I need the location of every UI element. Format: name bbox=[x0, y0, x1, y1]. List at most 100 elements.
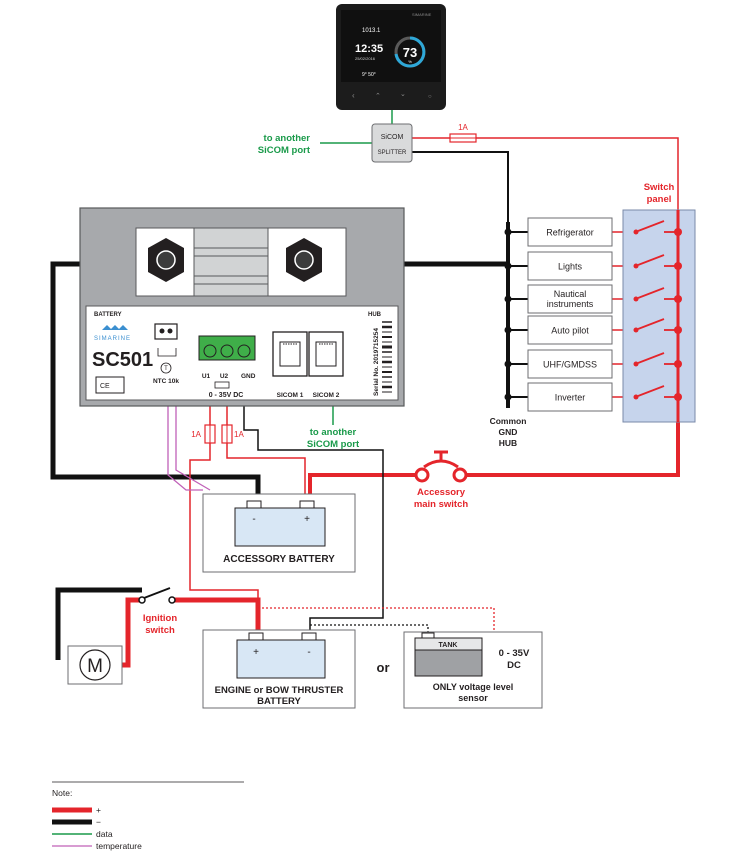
legend-temperature-label: temperature bbox=[96, 841, 142, 851]
tank-signal-wire bbox=[258, 607, 495, 634]
switch-lever-5[interactable] bbox=[637, 385, 665, 397]
load-box-2 bbox=[527, 284, 613, 314]
fuse-u2-label: 1A bbox=[234, 430, 244, 439]
engine-battery-minus: - bbox=[307, 647, 310, 658]
load-label-1: Lights bbox=[558, 262, 583, 272]
monitor-brand: SIMARINE bbox=[412, 12, 432, 17]
legend-title: Note: bbox=[52, 788, 72, 798]
tank-sensor-label-1: ONLY voltage level bbox=[433, 682, 514, 692]
accessory-battery-plus: + bbox=[304, 514, 310, 525]
sicom1-port bbox=[272, 331, 308, 377]
ce-mark: CE bbox=[100, 383, 110, 390]
switch-contact-3 bbox=[633, 327, 639, 333]
legend: Note: + − data temperature bbox=[52, 781, 244, 851]
load-box-0 bbox=[527, 217, 613, 247]
power-icon[interactable]: ○ bbox=[428, 94, 432, 100]
gauge-value: 73 bbox=[403, 45, 417, 60]
switch-contact-2 bbox=[633, 296, 639, 302]
accessory-battery-label: ACCESSORY BATTERY bbox=[223, 554, 335, 565]
tank-range-2: DC bbox=[507, 660, 521, 671]
switch-bus-node-2 bbox=[674, 295, 682, 303]
load-box-1 bbox=[527, 251, 613, 281]
simarine-monitor: SIMARINE 1013.1 12:35 25/02/2016 9° 50° … bbox=[336, 4, 446, 110]
monitor-date: 25/02/2016 bbox=[355, 56, 376, 61]
accessory-main-switch: Accessory main switch bbox=[414, 450, 468, 510]
switch-panel-label-2: panel bbox=[647, 194, 672, 205]
legend-negative-label: − bbox=[96, 817, 101, 827]
legend-data-label: data bbox=[96, 829, 113, 839]
ntc-sensor-icon bbox=[160, 362, 172, 374]
switch-panel-label-1: Switch bbox=[644, 182, 675, 193]
legend-positive-label: + bbox=[96, 805, 101, 815]
ignition-label-2: switch bbox=[145, 625, 175, 636]
tank-sensor: TANK 0 - 35V DC ONLY voltage level senso… bbox=[403, 631, 543, 709]
sicom2-port bbox=[308, 331, 344, 377]
accessory-switch-wire bbox=[308, 473, 422, 500]
to-another-sicom-mid-2: SiCOM port bbox=[307, 439, 360, 450]
switch-bus-node-4 bbox=[674, 360, 682, 368]
switch-lever-0[interactable] bbox=[637, 220, 665, 232]
temperature-wire-2 bbox=[175, 405, 211, 491]
to-another-sicom-top-1: to another bbox=[264, 133, 311, 144]
engine-battery: + - ENGINE or BOW THRUSTER BATTERY bbox=[202, 629, 356, 709]
monitor-wind: 9° 50° bbox=[362, 72, 376, 78]
switch-lever-1[interactable] bbox=[637, 254, 665, 266]
motor-icon: M bbox=[67, 645, 123, 685]
simarine-logo bbox=[102, 325, 128, 330]
sicom-splitter: SiCOM SPLITTER bbox=[371, 123, 413, 163]
fuse-u1: 1A bbox=[191, 424, 216, 444]
splitter-gnd-wire bbox=[412, 151, 509, 408]
accessory-battery-minus: - bbox=[252, 514, 255, 525]
switch-lever-2[interactable] bbox=[637, 287, 665, 299]
serial-number: Serial No. 2019715254 bbox=[373, 328, 380, 396]
sc501-device: BATTERY HUB SIMARINE SC501 CE T NTC 10k … bbox=[79, 207, 405, 407]
splitter-line2: SPLITTER bbox=[378, 150, 407, 156]
ignition-label-1: Ignition bbox=[143, 613, 177, 624]
monitor-top-value: 1013.1 bbox=[362, 28, 381, 34]
ce-mark-box bbox=[95, 376, 125, 394]
back-icon[interactable]: ‹ bbox=[352, 91, 355, 100]
gnd-label: GND bbox=[241, 373, 256, 380]
switch-lever-4[interactable] bbox=[637, 352, 665, 364]
engine-negative-wire bbox=[55, 587, 142, 660]
switch-contact-0 bbox=[633, 229, 639, 235]
fuse-u2: 1A bbox=[221, 424, 244, 444]
fuse-top: 1A bbox=[449, 123, 477, 143]
tank-range-1: 0 - 35V bbox=[499, 648, 530, 659]
tank-sensor-label-2: sensor bbox=[458, 693, 488, 703]
sc501-gnd-wire bbox=[243, 405, 384, 632]
gauge-arc bbox=[394, 36, 426, 68]
u2-wire-down bbox=[226, 443, 306, 500]
sc501-model: SC501 bbox=[92, 349, 153, 371]
accessory-battery: - + ACCESSORY BATTERY bbox=[202, 493, 356, 573]
load-box-5 bbox=[527, 382, 613, 412]
switch-bus-node-5 bbox=[674, 393, 682, 401]
common-gnd-label-3: HUB bbox=[499, 438, 517, 448]
switch-bus-node-3 bbox=[674, 326, 682, 334]
accessory-switch-label-1: Accessory bbox=[417, 487, 466, 498]
common-gnd-label-2: GND bbox=[499, 427, 518, 437]
gauge-unit: % bbox=[408, 59, 412, 64]
engine-positive-wire bbox=[172, 597, 261, 632]
load-box-4 bbox=[527, 349, 613, 379]
tank-gnd-wire bbox=[310, 624, 429, 634]
sicom1-label: SICOM 1 bbox=[277, 392, 304, 399]
down-icon[interactable]: ⌄ bbox=[400, 91, 406, 98]
load-label-2: Nautical bbox=[554, 289, 587, 299]
load-label-0: Refrigerator bbox=[546, 228, 594, 238]
switch-lever-3[interactable] bbox=[637, 318, 665, 330]
common-gnd-hub: Common GND HUB bbox=[490, 222, 526, 448]
splitter-line1: SiCOM bbox=[381, 134, 404, 141]
up-icon[interactable]: ⌃ bbox=[375, 92, 381, 100]
sc501-battery-label: BATTERY bbox=[94, 312, 122, 318]
switch-contact-4 bbox=[633, 361, 639, 367]
ignition-wire bbox=[120, 597, 142, 668]
ntc-label: NTC 10k bbox=[153, 378, 179, 385]
load-box-3 bbox=[527, 315, 613, 345]
fuse-top-label: 1A bbox=[458, 123, 468, 132]
sicom2-label: SICOM 2 bbox=[313, 392, 340, 399]
fuse-to-panel-wire bbox=[476, 137, 679, 232]
load-label-5: Inverter bbox=[555, 393, 586, 403]
ignition-switch: Ignition switch bbox=[138, 587, 177, 636]
